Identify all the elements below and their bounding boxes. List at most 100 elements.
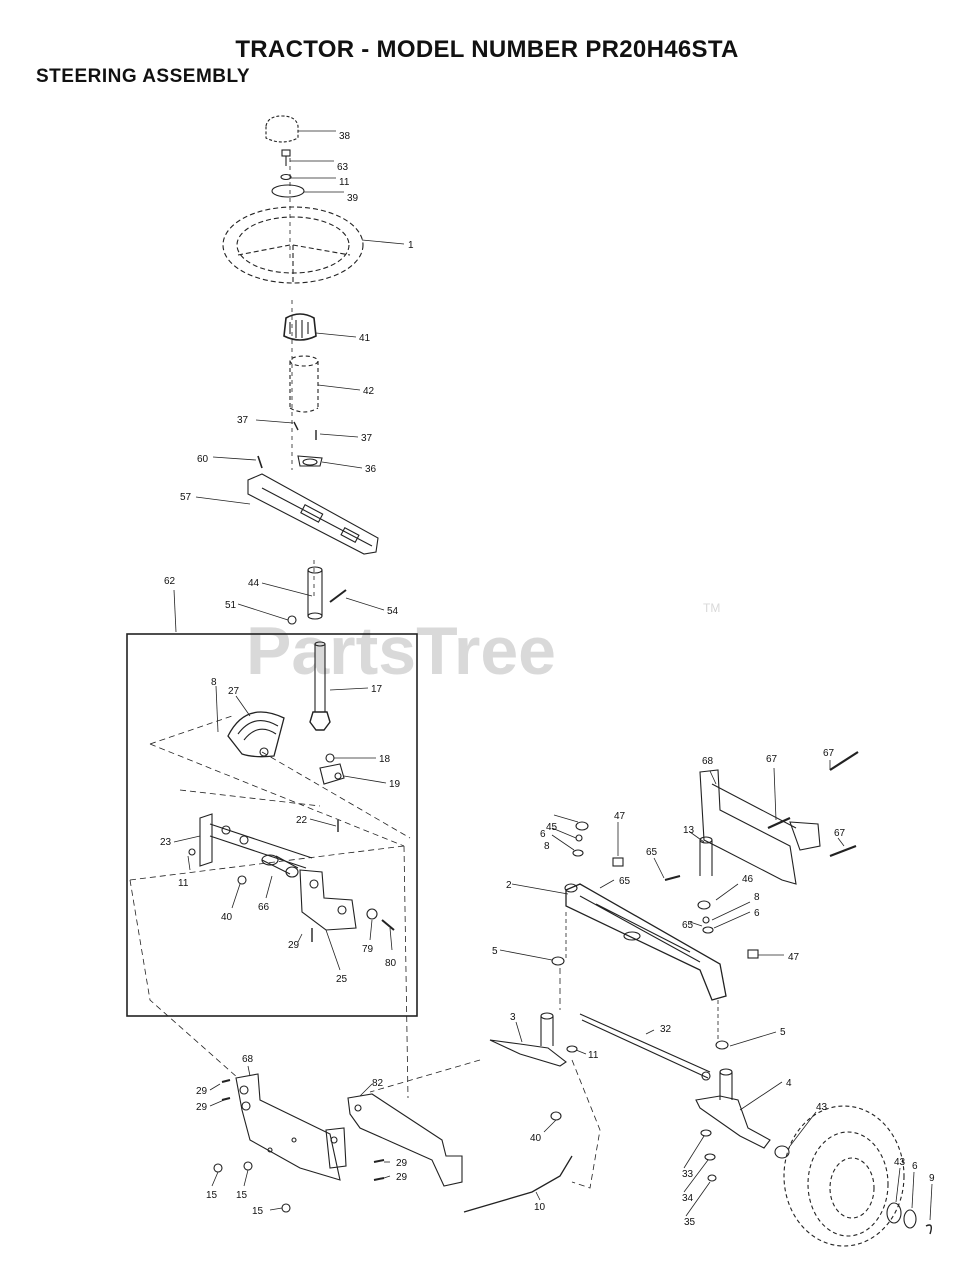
axle-mount-bracket-part [699,769,821,885]
washer-part-6c [903,1209,917,1229]
callout-65-b: 65 [619,876,631,887]
column-centerline [289,150,315,600]
bolt-part-67b [829,751,859,771]
steering-bellows-part [289,355,319,413]
left-spindle-part [489,1012,567,1067]
callout-65: 65 [646,847,658,858]
steering-shaft-part [307,566,323,620]
callout-60: 60 [197,454,209,465]
washer-part-15a [213,1163,223,1173]
callout-34: 34 [682,1193,694,1204]
callout-57: 57 [180,492,192,503]
drag-link-part [579,1013,711,1079]
axle-cap-part-46 [697,900,711,910]
right-frame-bracket-part [325,1093,463,1187]
washer-part-8b [702,916,710,924]
bolt-parts-29 [221,1079,231,1101]
washer-part-5a [551,956,565,966]
washer-part-33 [700,1129,712,1137]
callout-40: 40 [221,912,233,923]
callout-11: 11 [339,177,350,188]
callout-66: 66 [258,902,270,913]
callout-15-c: 15 [252,1206,264,1217]
callout-10: 10 [534,1202,546,1213]
washer-part-40b [550,1111,562,1121]
washer-part-79 [366,908,378,920]
bolt-parts-29b [373,1159,385,1181]
sector-gear-part [227,711,285,758]
callout-8-axle: 8 [544,841,550,852]
front-axle-part [564,883,727,1001]
callout-51: 51 [225,600,237,611]
callout-63: 63 [337,162,349,173]
callout-8: 8 [211,677,217,688]
washer-part-34 [704,1153,716,1161]
callout-46: 46 [742,874,754,885]
callout-11-spindle: 11 [588,1050,599,1061]
callout-32: 32 [660,1024,672,1035]
steering-support-bracket-part [247,473,379,555]
bolt-part-67c [829,844,857,858]
washer-part [280,173,292,181]
washer-part-15b [243,1161,253,1171]
callout-68: 68 [702,756,714,767]
shaft-bolt-part [329,589,347,603]
assembly-guide-lines [129,845,601,1189]
steering-rod-part [463,1155,573,1213]
steering-wheel-part [222,206,364,284]
callout-29: 29 [288,940,300,951]
drag-link-end [701,1071,711,1081]
grease-fitting-part-47 [747,949,759,959]
cotter-part-35 [707,1174,717,1182]
callout-1: 1 [408,240,414,251]
pin-part [664,875,681,881]
bolt-part [257,455,263,469]
callout-33: 33 [682,1169,694,1180]
grease-fitting-part [612,857,624,867]
steering-plate-part [271,184,305,198]
callout-68-bottom: 68 [242,1054,254,1065]
callout-82: 82 [372,1078,384,1089]
callout-65-c: 65 [682,920,694,931]
spacer-part [261,854,299,878]
callout-15-a: 15 [206,1190,218,1201]
callout-44: 44 [248,578,260,589]
callout-5: 5 [492,946,498,957]
callout-27: 27 [228,686,240,697]
callout-45: 45 [546,822,558,833]
washer-part-11 [188,848,196,856]
callout-41: 41 [359,333,371,344]
kit-boundary-box [126,633,418,1017]
callout-36: 36 [365,464,377,475]
pivot-bracket-part [299,869,357,931]
washer-part-11c [566,1045,578,1053]
callout-3: 3 [510,1012,516,1023]
washer-part-15c [281,1203,291,1213]
callout-29-b: 29 [196,1086,208,1097]
bushing-part [325,753,335,763]
pivot-bar-part [199,813,313,869]
washer-part-6b [702,926,714,934]
cap-bolt-part [281,149,291,166]
washer-part-43b [886,1202,902,1224]
callout-47: 47 [614,811,626,822]
callout-22: 22 [296,815,308,826]
callout-11-kit: 11 [178,878,189,889]
retaining-ring-part [925,1224,933,1235]
column-bushing-part [297,455,323,467]
watermark-trademark: TM [703,601,720,615]
callout-67-c: 67 [834,828,846,839]
leader-lines [173,130,933,1221]
callout-13: 13 [683,825,695,836]
callout-38: 38 [339,131,351,142]
axle-centerlines [565,912,719,1040]
steering-adaptor-part [283,313,317,341]
front-wheel-part [783,1105,905,1247]
lower-steering-shaft-part [309,641,331,731]
callout-42: 42 [363,386,375,397]
washer-part-43a [774,1145,790,1159]
callout-29-c: 29 [196,1102,208,1113]
callout-25: 25 [336,974,348,985]
